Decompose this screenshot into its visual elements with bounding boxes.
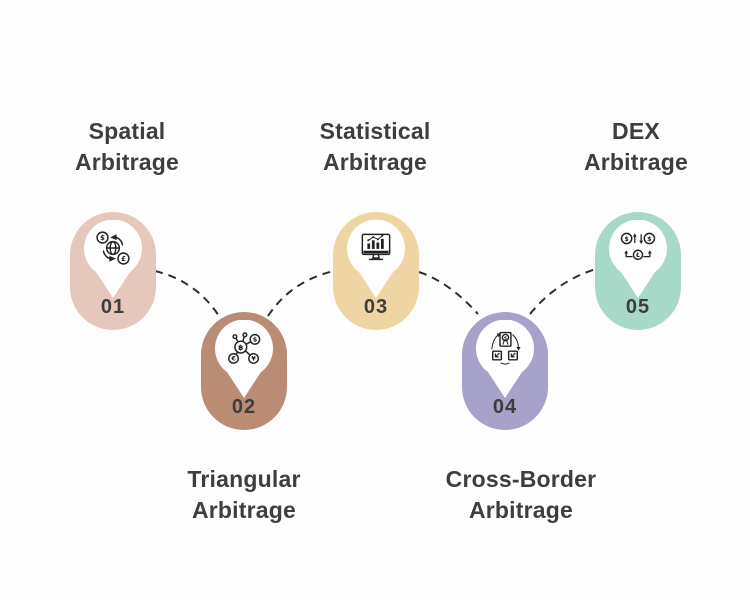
- step-number: 05: [625, 296, 651, 318]
- svg-text:$: $: [100, 234, 105, 242]
- title-line: Cross-Border: [445, 466, 597, 492]
- title-line: Triangular: [187, 466, 301, 492]
- currency-exchange-globe-icon: $ £: [93, 228, 133, 268]
- title-line: Arbitrage: [74, 149, 180, 175]
- svg-text:£: £: [121, 255, 126, 263]
- title-statistical-arbitrage: Statistical Arbitrage: [320, 116, 431, 178]
- connector-02-03: [267, 270, 335, 317]
- title-line: Arbitrage: [468, 497, 574, 523]
- title-line: Statistical: [319, 118, 431, 144]
- svg-text:฿: ฿: [238, 343, 243, 352]
- title-dex-arbitrage: DEX Arbitrage: [584, 116, 688, 178]
- title-cross-border-arbitrage: Cross-Border Arbitrage: [446, 464, 597, 526]
- marker-cross-border-arbitrage: $ 04: [462, 312, 548, 430]
- svg-text:$: $: [504, 335, 507, 341]
- title-line: Spatial: [88, 118, 166, 144]
- step-number: 04: [492, 396, 518, 418]
- step-number: 03: [363, 296, 389, 318]
- step-number: 02: [231, 396, 257, 418]
- title-spatial-arbitrage: Spatial Arbitrage: [75, 116, 179, 178]
- svg-text:¥: ¥: [251, 356, 256, 363]
- svg-text:$: $: [624, 236, 628, 243]
- svg-text:$: $: [647, 236, 651, 243]
- svg-text:$: $: [253, 337, 257, 344]
- cross-border-transfer-icon: $: [485, 328, 525, 368]
- connector-03-04: [418, 271, 479, 315]
- step-number: 01: [100, 296, 126, 318]
- svg-text:Ł: Ł: [635, 253, 640, 259]
- marker-triangular-arbitrage: ฿ $ € ¥ 02: [201, 312, 287, 430]
- title-triangular-arbitrage: Triangular Arbitrage: [187, 464, 300, 526]
- title-line: DEX: [612, 118, 660, 144]
- chart-monitor-icon: [356, 228, 396, 268]
- marker-spatial-arbitrage: $ £ 01: [70, 212, 156, 330]
- connector-04-05: [529, 268, 597, 315]
- svg-text:€: €: [230, 356, 235, 363]
- connector-01-02: [154, 270, 220, 317]
- title-line: Arbitrage: [191, 497, 297, 523]
- location-pin: [476, 320, 534, 398]
- token-swap-icon: $ $ Ł: [618, 228, 658, 268]
- title-line: Arbitrage: [583, 149, 689, 175]
- currency-triangle-network-icon: ฿ $ € ¥: [224, 328, 264, 368]
- title-line: Arbitrage: [322, 149, 428, 175]
- marker-statistical-arbitrage: 03: [333, 212, 419, 330]
- marker-dex-arbitrage: $ $ Ł 05: [595, 212, 681, 330]
